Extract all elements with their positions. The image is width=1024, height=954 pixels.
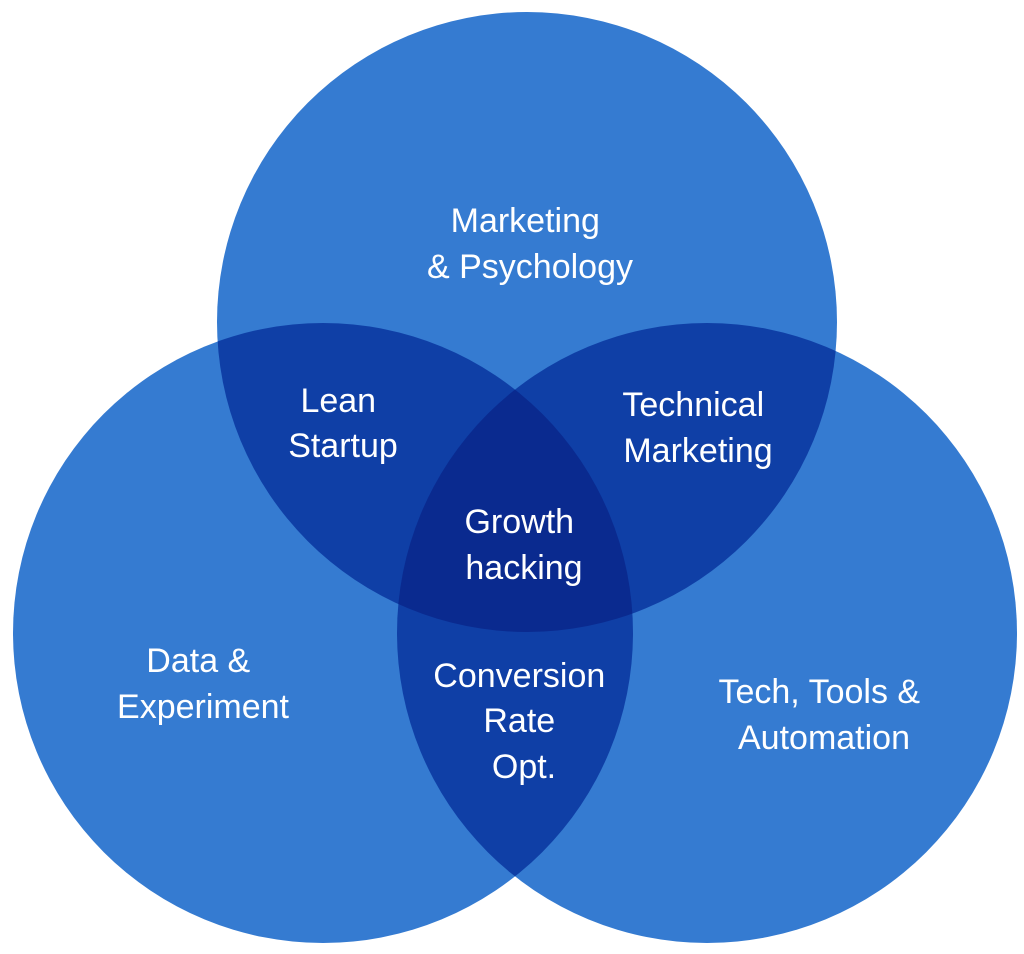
label-left-circle: Data & Experiment (117, 642, 290, 726)
label-lean-startup: Lean Startup (288, 382, 398, 465)
overlap-center (397, 323, 633, 632)
label-growth-hacking: Growth hacking (464, 503, 583, 587)
label-top-circle: Marketing & Psychology (427, 202, 633, 286)
label-technical-marketing: Technical Marketing (622, 386, 773, 470)
label-conversion-rate-opt: Conversion Rate Opt. (433, 657, 614, 786)
label-right-circle: Tech, Tools & Automation (718, 673, 929, 757)
